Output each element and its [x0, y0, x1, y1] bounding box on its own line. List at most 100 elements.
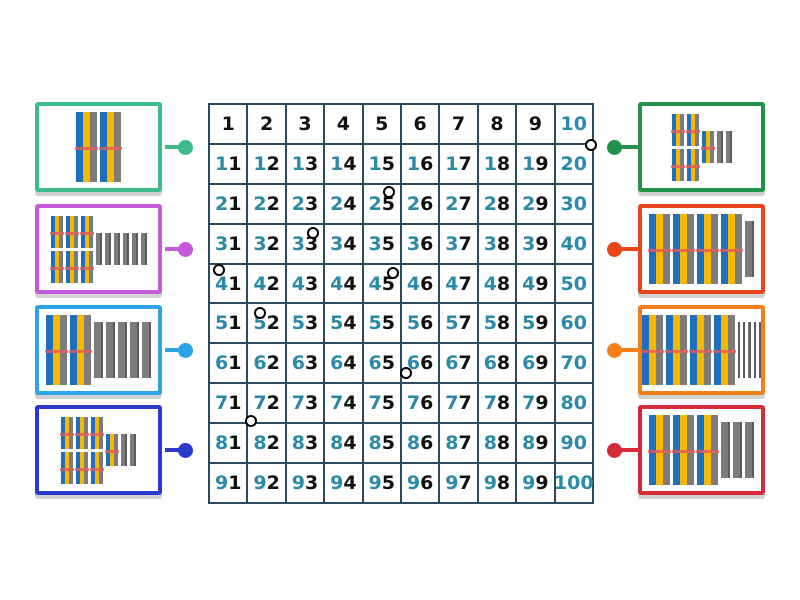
number-cell[interactable]: 70: [554, 343, 593, 384]
number-cell[interactable]: 2: [247, 104, 286, 144]
number-cell[interactable]: 8: [477, 104, 517, 144]
base-ten-card[interactable]: [638, 204, 765, 294]
connector-dot[interactable]: [607, 443, 622, 458]
drop-target-ring[interactable]: [400, 367, 412, 379]
number-cell[interactable]: 7: [439, 104, 478, 144]
drop-target-ring[interactable]: [387, 267, 399, 279]
drop-target-ring[interactable]: [585, 139, 597, 151]
base-ten-card[interactable]: [35, 305, 162, 395]
number-cell[interactable]: 3: [285, 104, 325, 144]
drop-target-ring[interactable]: [254, 307, 266, 319]
base-ten-card[interactable]: [638, 102, 765, 192]
base-ten-card[interactable]: [638, 305, 765, 395]
number-cell[interactable]: 1: [209, 104, 248, 144]
number-cell[interactable]: 20: [554, 143, 593, 184]
connector-dot[interactable]: [607, 242, 622, 257]
connector-dot[interactable]: [607, 140, 622, 155]
number-cell[interactable]: 9: [516, 104, 555, 144]
base-ten-card[interactable]: [35, 204, 162, 294]
drop-target-ring[interactable]: [383, 186, 395, 198]
drop-target-ring[interactable]: [245, 415, 257, 427]
connector-dot[interactable]: [178, 242, 193, 257]
base-ten-card[interactable]: [35, 102, 162, 192]
connector-dot[interactable]: [178, 343, 193, 358]
number-cell[interactable]: 50: [554, 263, 593, 304]
number-cell[interactable]: 80: [554, 383, 593, 424]
number-cell[interactable]: 5: [362, 104, 401, 144]
drop-target-ring[interactable]: [307, 227, 319, 239]
base-ten-card[interactable]: [35, 405, 162, 495]
drop-target-ring[interactable]: [213, 264, 225, 276]
number-cell[interactable]: 6: [400, 104, 440, 144]
connector-dot[interactable]: [178, 443, 193, 458]
number-cell[interactable]: 4: [324, 104, 363, 144]
number-cell[interactable]: 60: [554, 303, 593, 344]
base-ten-card[interactable]: [638, 405, 765, 495]
number-cell[interactable]: 10: [554, 104, 593, 144]
number-cell[interactable]: 40: [554, 223, 593, 264]
